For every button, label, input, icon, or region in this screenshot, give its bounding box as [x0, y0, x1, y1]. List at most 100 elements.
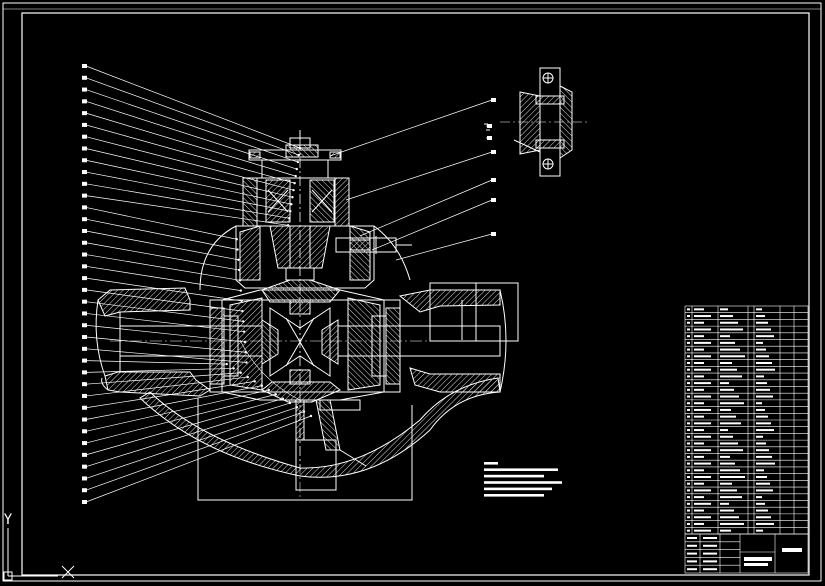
leader-line — [85, 389, 269, 432]
parts-row-name — [720, 368, 737, 371]
item-number-mark — [82, 452, 87, 457]
parts-list-table — [684, 305, 809, 535]
parts-row-number — [687, 361, 690, 364]
parts-row-material — [756, 475, 767, 478]
leader-dot — [232, 367, 235, 370]
parts-row-material — [756, 442, 766, 445]
title-cell-text — [687, 560, 697, 563]
parts-row-name — [720, 341, 735, 344]
parts-row-name — [720, 382, 729, 385]
parts-row-code — [694, 502, 711, 505]
item-number-mark — [82, 87, 87, 92]
parts-row-name — [720, 315, 733, 318]
leader-line — [85, 112, 296, 177]
leader-dot — [242, 330, 246, 333]
parts-row-number — [687, 489, 690, 492]
parts-row-material — [756, 529, 763, 532]
parts-row-number — [687, 502, 690, 505]
parts-row-name — [720, 408, 731, 411]
parts-row-name — [720, 422, 741, 425]
parts-row-name — [720, 489, 737, 492]
leader-line — [85, 381, 255, 409]
ucs-axis-icon — [3, 528, 75, 581]
title-cell-text — [687, 537, 697, 539]
parts-row-code — [694, 368, 711, 371]
note-line — [484, 494, 544, 497]
leader-line — [85, 89, 298, 163]
parts-row-material — [756, 429, 774, 432]
parts-row-material — [756, 408, 765, 411]
parts-row-name — [720, 469, 740, 472]
leader-dot — [235, 238, 238, 241]
leader-line — [85, 376, 248, 397]
item-number-mark — [82, 441, 87, 446]
parts-row-material — [756, 482, 770, 485]
leader-line — [85, 402, 291, 467]
item-number-mark — [82, 500, 87, 504]
title-cell-text — [703, 560, 717, 563]
leader-line — [359, 179, 493, 237]
parts-row-material — [756, 509, 768, 512]
leader-line — [345, 151, 493, 201]
item-number-mark — [82, 393, 87, 398]
parts-row-code — [694, 475, 711, 478]
parts-row-material — [756, 328, 771, 331]
parts-row-name — [720, 388, 734, 391]
cross-shaft — [335, 236, 412, 254]
parts-row-code — [694, 522, 704, 525]
item-number-mark — [82, 181, 87, 186]
parts-row-name — [720, 529, 731, 532]
parts-row-number — [687, 375, 690, 378]
parts-row-material — [756, 489, 773, 492]
parts-row-number — [687, 462, 690, 465]
parts-row-code — [694, 328, 711, 331]
parts-row-material — [756, 462, 775, 465]
left-callout-leaders — [82, 64, 313, 504]
item-number-mark — [82, 335, 87, 340]
leader-dot — [294, 174, 297, 178]
note-line — [484, 474, 544, 478]
leader-dot — [243, 340, 247, 344]
parts-row-material — [756, 449, 769, 452]
parts-row-number — [687, 422, 690, 425]
leader-dot — [302, 410, 306, 413]
item-number-mark — [82, 228, 87, 233]
parts-row-name — [720, 335, 730, 338]
note-line — [484, 487, 552, 491]
parts-row-name — [720, 435, 733, 438]
leader-line — [85, 265, 241, 291]
item-number-mark — [82, 276, 87, 281]
parts-row-code — [694, 375, 704, 378]
parts-row-material — [756, 368, 775, 371]
leader-line — [85, 407, 298, 479]
parts-row-number — [687, 482, 690, 485]
leader-line — [85, 183, 290, 219]
item-number-mark — [487, 136, 492, 140]
parts-row-code — [694, 442, 704, 445]
item-number-mark — [491, 150, 496, 154]
parts-row-number — [687, 368, 690, 371]
leader-line — [395, 233, 493, 261]
leader-line — [85, 65, 301, 149]
parts-row-material — [756, 395, 773, 398]
parts-row-code — [694, 395, 711, 398]
title-cell-text — [703, 537, 717, 539]
parts-row-number — [687, 442, 690, 445]
parts-row-name — [720, 308, 728, 311]
leader-line — [85, 254, 241, 281]
leader-dot — [288, 401, 292, 405]
leader-dot — [237, 268, 241, 272]
technical-requirements-notes — [484, 462, 562, 497]
leader-dot — [238, 279, 242, 282]
parts-row-code — [694, 415, 704, 418]
parts-row-material — [756, 361, 772, 364]
parts-row-number — [687, 335, 690, 338]
note-line — [484, 481, 562, 484]
item-number-mark — [82, 382, 87, 387]
leader-line — [85, 385, 262, 420]
leader-line — [85, 372, 241, 385]
item-number-mark — [82, 75, 87, 80]
leader-dot — [225, 362, 228, 366]
parts-row-number — [687, 516, 690, 519]
